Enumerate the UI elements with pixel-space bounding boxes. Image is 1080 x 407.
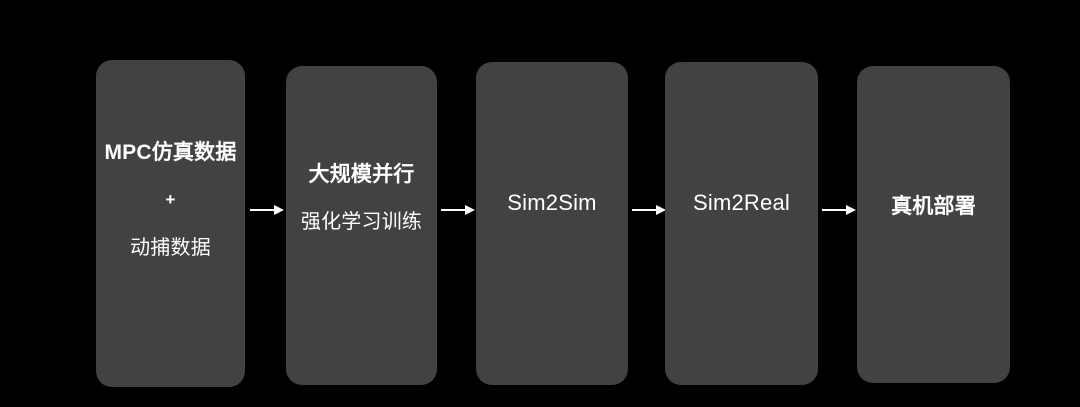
- arrow-right-icon: [441, 202, 475, 218]
- node-label-line: 动捕数据: [130, 237, 211, 259]
- node-label-line: 大规模并行: [308, 163, 415, 186]
- node-label-stack: Sim2Sim: [476, 192, 628, 214]
- node-label-line: Sim2Sim: [507, 190, 597, 215]
- node-label-stack: MPC仿真数据 + 动捕数据: [96, 142, 245, 258]
- node-label-stack: 真机部署: [857, 196, 1010, 217]
- node-label-line: Sim2Real: [693, 190, 790, 215]
- pipeline-node-data-sources[interactable]: MPC仿真数据 + 动捕数据: [96, 60, 245, 387]
- node-label-line: 真机部署: [891, 195, 976, 218]
- arrow-right-icon: [632, 202, 666, 218]
- pipeline-node-sim2real[interactable]: Sim2Real: [665, 62, 818, 385]
- arrow-right-icon: [822, 202, 856, 218]
- node-label-stack: 大规模并行 强化学习训练: [286, 164, 437, 232]
- arrow-right-icon: [250, 202, 284, 218]
- pipeline-node-rl-training[interactable]: 大规模并行 强化学习训练: [286, 66, 437, 385]
- node-label-line: MPC仿真数据: [104, 141, 237, 164]
- node-label-stack: Sim2Real: [665, 192, 818, 214]
- pipeline-node-real-robot-deploy[interactable]: 真机部署: [857, 66, 1010, 383]
- node-label-line: 强化学习训练: [300, 211, 423, 233]
- pipeline-node-sim2sim[interactable]: Sim2Sim: [476, 62, 628, 385]
- node-label-plus: +: [165, 190, 176, 209]
